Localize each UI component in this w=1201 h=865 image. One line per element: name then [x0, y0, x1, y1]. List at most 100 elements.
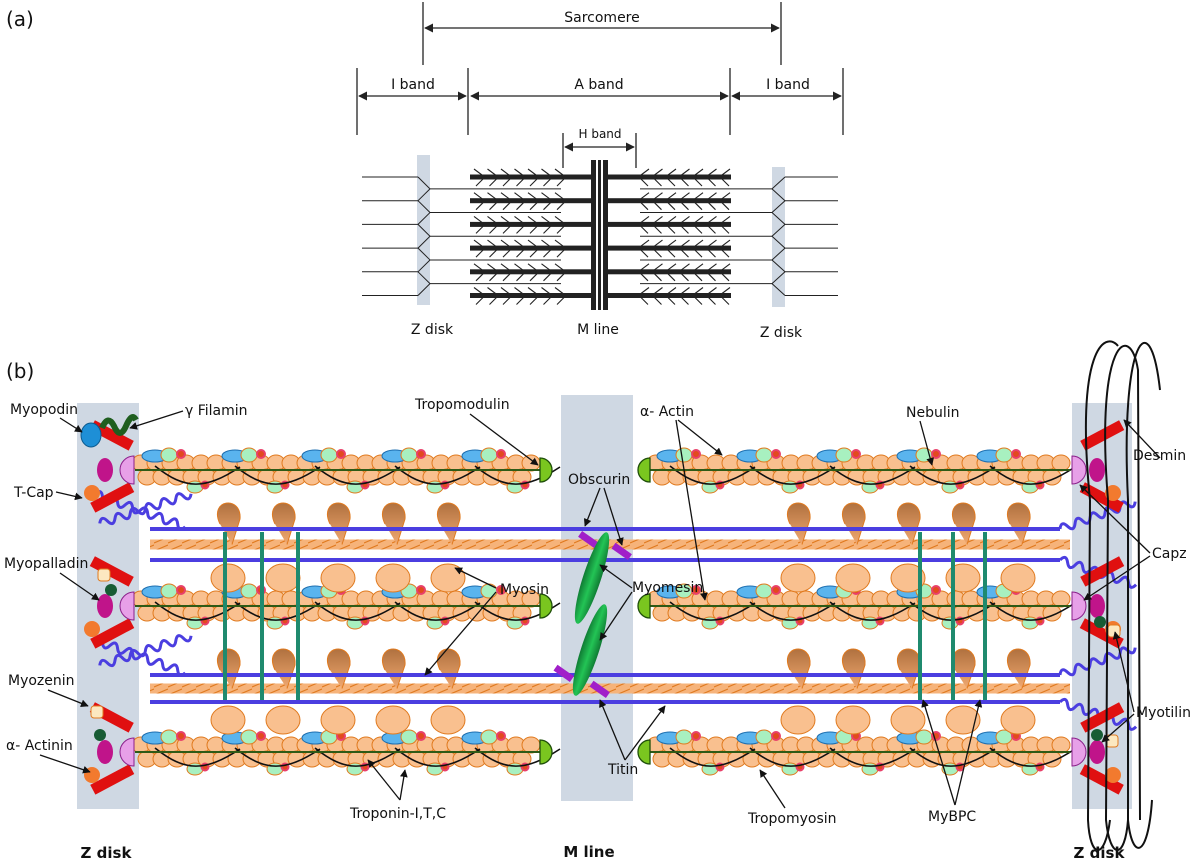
leader-alpha-actin-1 — [677, 419, 723, 456]
troponin-i — [240, 583, 258, 599]
myosin-head-lower — [890, 705, 926, 735]
leader-myotilin-2 — [1101, 713, 1135, 743]
thick-filament — [470, 221, 591, 227]
actin-bead — [1051, 454, 1071, 472]
tropomyosin-strand — [314, 601, 401, 621]
z-zigzag — [417, 176, 431, 202]
magenta-protein — [97, 458, 113, 482]
myosin-head — [787, 502, 811, 545]
thick-filament — [608, 198, 731, 204]
label-troponin: Troponin-I,T,C — [349, 806, 446, 822]
tropomyosin-strand — [909, 465, 996, 485]
troponin-c — [931, 449, 941, 459]
leader-alpha-actinin — [39, 754, 91, 774]
troponin-c — [496, 449, 506, 459]
myosin-head-lower — [890, 563, 926, 593]
troponin-c — [771, 449, 781, 459]
myosin-head — [272, 502, 296, 545]
dimension-lines — [356, 2, 844, 168]
tropomyosin-strand — [909, 747, 996, 767]
troponin-i — [400, 447, 418, 463]
actin-bead — [521, 454, 541, 472]
z-zigzag — [771, 247, 786, 273]
myosin-head-lower — [780, 705, 816, 735]
aband-label: A band — [574, 77, 623, 93]
z-disk-complex — [1071, 702, 1125, 795]
cross-bridges — [473, 263, 731, 282]
capz — [1071, 737, 1087, 767]
label-gamma-filamin: γ Filamin — [185, 403, 248, 419]
t-cap — [1105, 767, 1121, 783]
capz — [119, 591, 135, 621]
tropomyosin-strand — [989, 465, 1076, 485]
z-disk-complex — [84, 556, 135, 649]
myosin-head-lower — [375, 705, 411, 735]
obscurin-block — [589, 680, 610, 699]
z-disk-right-b-label: Z disk — [1074, 844, 1126, 862]
myosin-head — [952, 502, 976, 545]
troponin-i — [160, 729, 178, 745]
troponin-c — [416, 585, 426, 595]
label-mybpc: MyBPC — [928, 809, 976, 825]
myosin-head-lower — [945, 705, 981, 735]
leader-myopalladin — [59, 572, 100, 601]
t-cap — [84, 485, 100, 501]
myosin-head-lower — [835, 705, 871, 735]
troponin-i — [995, 447, 1013, 463]
actin-filament — [637, 729, 1076, 776]
tropomyosin-strand — [669, 747, 756, 767]
tropomyosin-strand — [154, 747, 241, 767]
troponin-c — [416, 449, 426, 459]
myosin-head — [897, 648, 921, 689]
alpha-actinin — [90, 764, 135, 795]
z-disk-complex — [1071, 556, 1125, 649]
myosin-head — [382, 502, 406, 545]
leader-obscurin-2 — [603, 487, 624, 546]
leader-capz-2 — [1083, 555, 1151, 601]
troponin-c — [851, 449, 861, 459]
z-zigzag — [771, 200, 786, 225]
leader-troponin-2 — [399, 769, 408, 801]
label-nebulin: Nebulin — [906, 405, 960, 421]
label-myozenin: Myozenin — [8, 673, 75, 689]
leader-myopodin — [59, 417, 83, 433]
thick-filament — [470, 293, 591, 298]
tropomodulin-cap — [637, 457, 651, 483]
mybpc-bar — [223, 532, 227, 700]
myosin-head-lower — [320, 563, 356, 593]
t-cap — [84, 621, 100, 637]
myosin-head — [327, 648, 351, 689]
panel-a: (a) Sarcomere I band A band I band H ban… — [6, 2, 844, 341]
troponin-c — [1011, 449, 1021, 459]
thick-filament — [608, 269, 731, 275]
tropomyosin-strand — [394, 465, 481, 485]
tropomyosin-strand — [749, 747, 836, 767]
troponin-i — [160, 447, 178, 463]
myosin-head — [327, 502, 351, 545]
troponin-c — [416, 731, 426, 741]
iband-right-label: I band — [766, 77, 810, 93]
magenta-protein — [1089, 740, 1105, 764]
myosin-head — [437, 648, 461, 689]
leader-lines — [39, 410, 1161, 809]
iband-left-label: I band — [391, 77, 435, 93]
panel-a-tag: (a) — [6, 7, 34, 31]
myosin-head-lower — [265, 563, 301, 593]
troponin-i — [675, 447, 693, 463]
sarcomere-label: Sarcomere — [564, 10, 640, 26]
troponin-c — [771, 731, 781, 741]
leader-titin-2 — [624, 705, 666, 761]
myosin-head-lower — [1000, 563, 1036, 593]
troponin-i — [835, 447, 853, 463]
tropomodulin-cap — [539, 593, 553, 619]
alpha-actinin — [1080, 420, 1125, 451]
troponin-i — [240, 729, 258, 745]
capz — [119, 737, 135, 767]
myozenin-partner — [94, 729, 106, 741]
myotilin-partner — [1091, 729, 1103, 741]
tropomodulin-cap — [637, 593, 651, 619]
actin-bead — [1051, 736, 1071, 754]
troponin-i — [755, 729, 773, 745]
myosin-head — [437, 502, 461, 545]
